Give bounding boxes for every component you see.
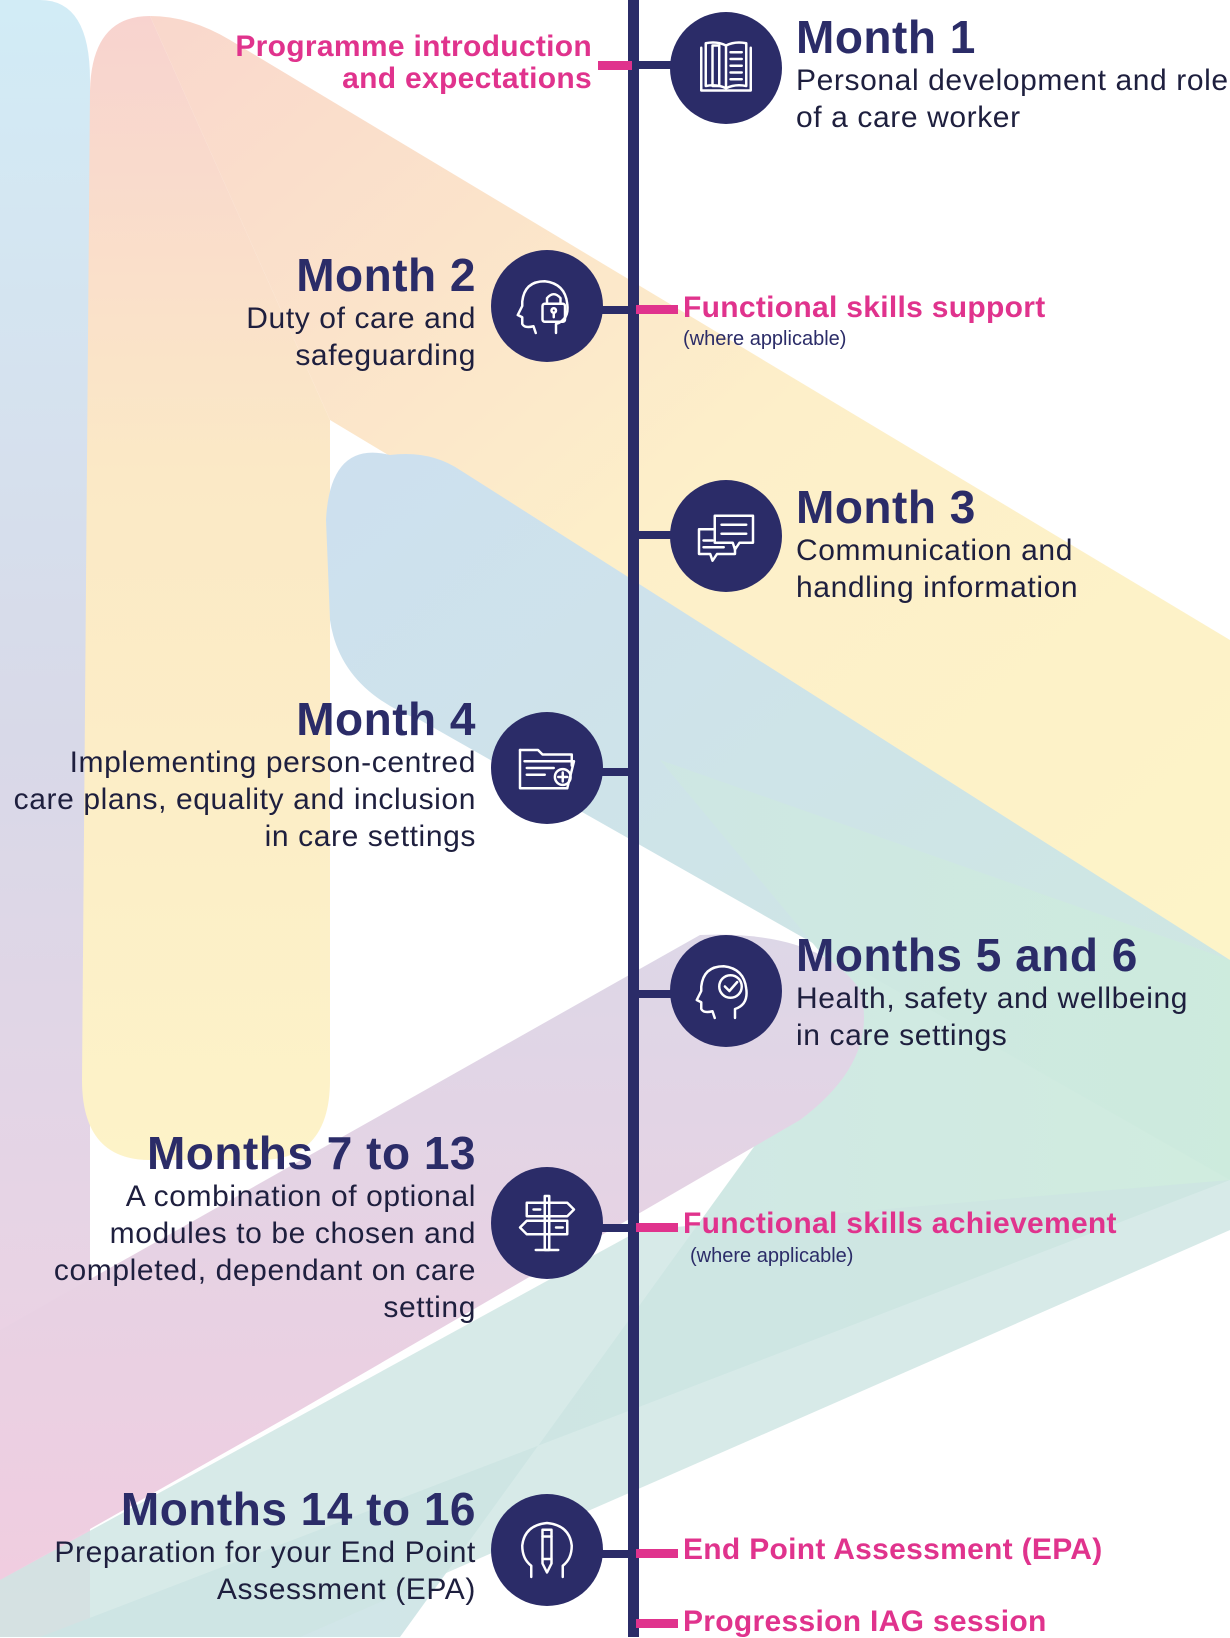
- milestone-months-14-16: Months 14 to 16 Preparation for your End…: [20, 1484, 476, 1608]
- event-connector: [636, 1619, 678, 1628]
- milestone-description: Implementing person-centred care plans, …: [13, 746, 476, 853]
- connector: [628, 61, 678, 69]
- milestone-title: Months 14 to 16: [120, 1483, 476, 1535]
- milestone-month-2: Month 2 Duty of care and safeguarding: [170, 250, 476, 374]
- milestone-title: Month 2: [296, 249, 476, 301]
- milestone-month-4: Month 4 Implementing person-centred care…: [8, 694, 476, 855]
- event-connector: [636, 1223, 678, 1232]
- event-progression-iag-session: Progression IAG session: [683, 1605, 1047, 1638]
- milestone-month-1: Month 1 Personal development and role of…: [796, 11, 1228, 136]
- event-note: (where applicable): [683, 328, 847, 350]
- head-pencil-icon: [521, 1521, 573, 1579]
- milestone-description: Duty of care and safeguarding: [246, 302, 476, 372]
- milestone-description: Personal development and role of a care …: [796, 64, 1229, 134]
- milestone-title: Month 3: [796, 481, 976, 533]
- milestone-description: Communication and handling information: [796, 534, 1079, 604]
- timeline-spine: [628, 0, 639, 1637]
- milestone-months-7-13: Months 7 to 13 A combination of optional…: [20, 1128, 476, 1326]
- connector: [590, 768, 632, 776]
- head-lock-icon-node: [491, 250, 603, 362]
- milestone-title: Month 4: [296, 693, 476, 745]
- folder-plus-icon-node: [491, 712, 603, 824]
- connector: [590, 306, 632, 314]
- head-check-icon-node: [670, 935, 782, 1047]
- milestone-month-3: Month 3 Communication and handling infor…: [796, 482, 1226, 606]
- event-connector: [636, 305, 678, 314]
- event-end-point-assessment: End Point Assessment (EPA): [683, 1533, 1103, 1566]
- milestone-description: Preparation for your End Point Assessmen…: [54, 1536, 476, 1606]
- book-icon-node: [670, 12, 782, 124]
- milestone-description: A combination of optional modules to be …: [53, 1180, 476, 1324]
- signpost-icon: [518, 1194, 576, 1252]
- event-programme-introduction: Programme introduction and expectations: [235, 30, 592, 95]
- event-functional-skills-achievement: Functional skills achievement: [683, 1207, 1117, 1240]
- chat-bubbles-icon-node: [670, 480, 782, 592]
- milestone-title: Months 7 to 13: [146, 1127, 476, 1179]
- event-functional-skills-support: Functional skills support: [683, 291, 1046, 324]
- milestone-months-5-6: Months 5 and 6 Health, safety and wellbe…: [796, 930, 1226, 1054]
- milestone-title: Month 1: [796, 11, 976, 63]
- event-connector: [598, 61, 632, 70]
- connector: [628, 990, 678, 998]
- connector: [590, 1550, 632, 1558]
- book-icon: [700, 41, 752, 92]
- head-pencil-icon-node: [491, 1494, 603, 1606]
- chat-bubbles-icon: [697, 514, 755, 562]
- connector: [590, 1224, 632, 1232]
- event-connector: [636, 1549, 678, 1558]
- milestone-description: Health, safety and wellbeing in care set…: [796, 982, 1189, 1052]
- connector: [628, 531, 678, 539]
- folder-plus-icon: [518, 748, 576, 790]
- head-lock-icon: [516, 280, 569, 335]
- head-check-icon: [695, 965, 748, 1020]
- event-note: (where applicable): [690, 1245, 854, 1267]
- milestone-title: Months 5 and 6: [796, 929, 1138, 981]
- signpost-icon-node: [491, 1167, 603, 1279]
